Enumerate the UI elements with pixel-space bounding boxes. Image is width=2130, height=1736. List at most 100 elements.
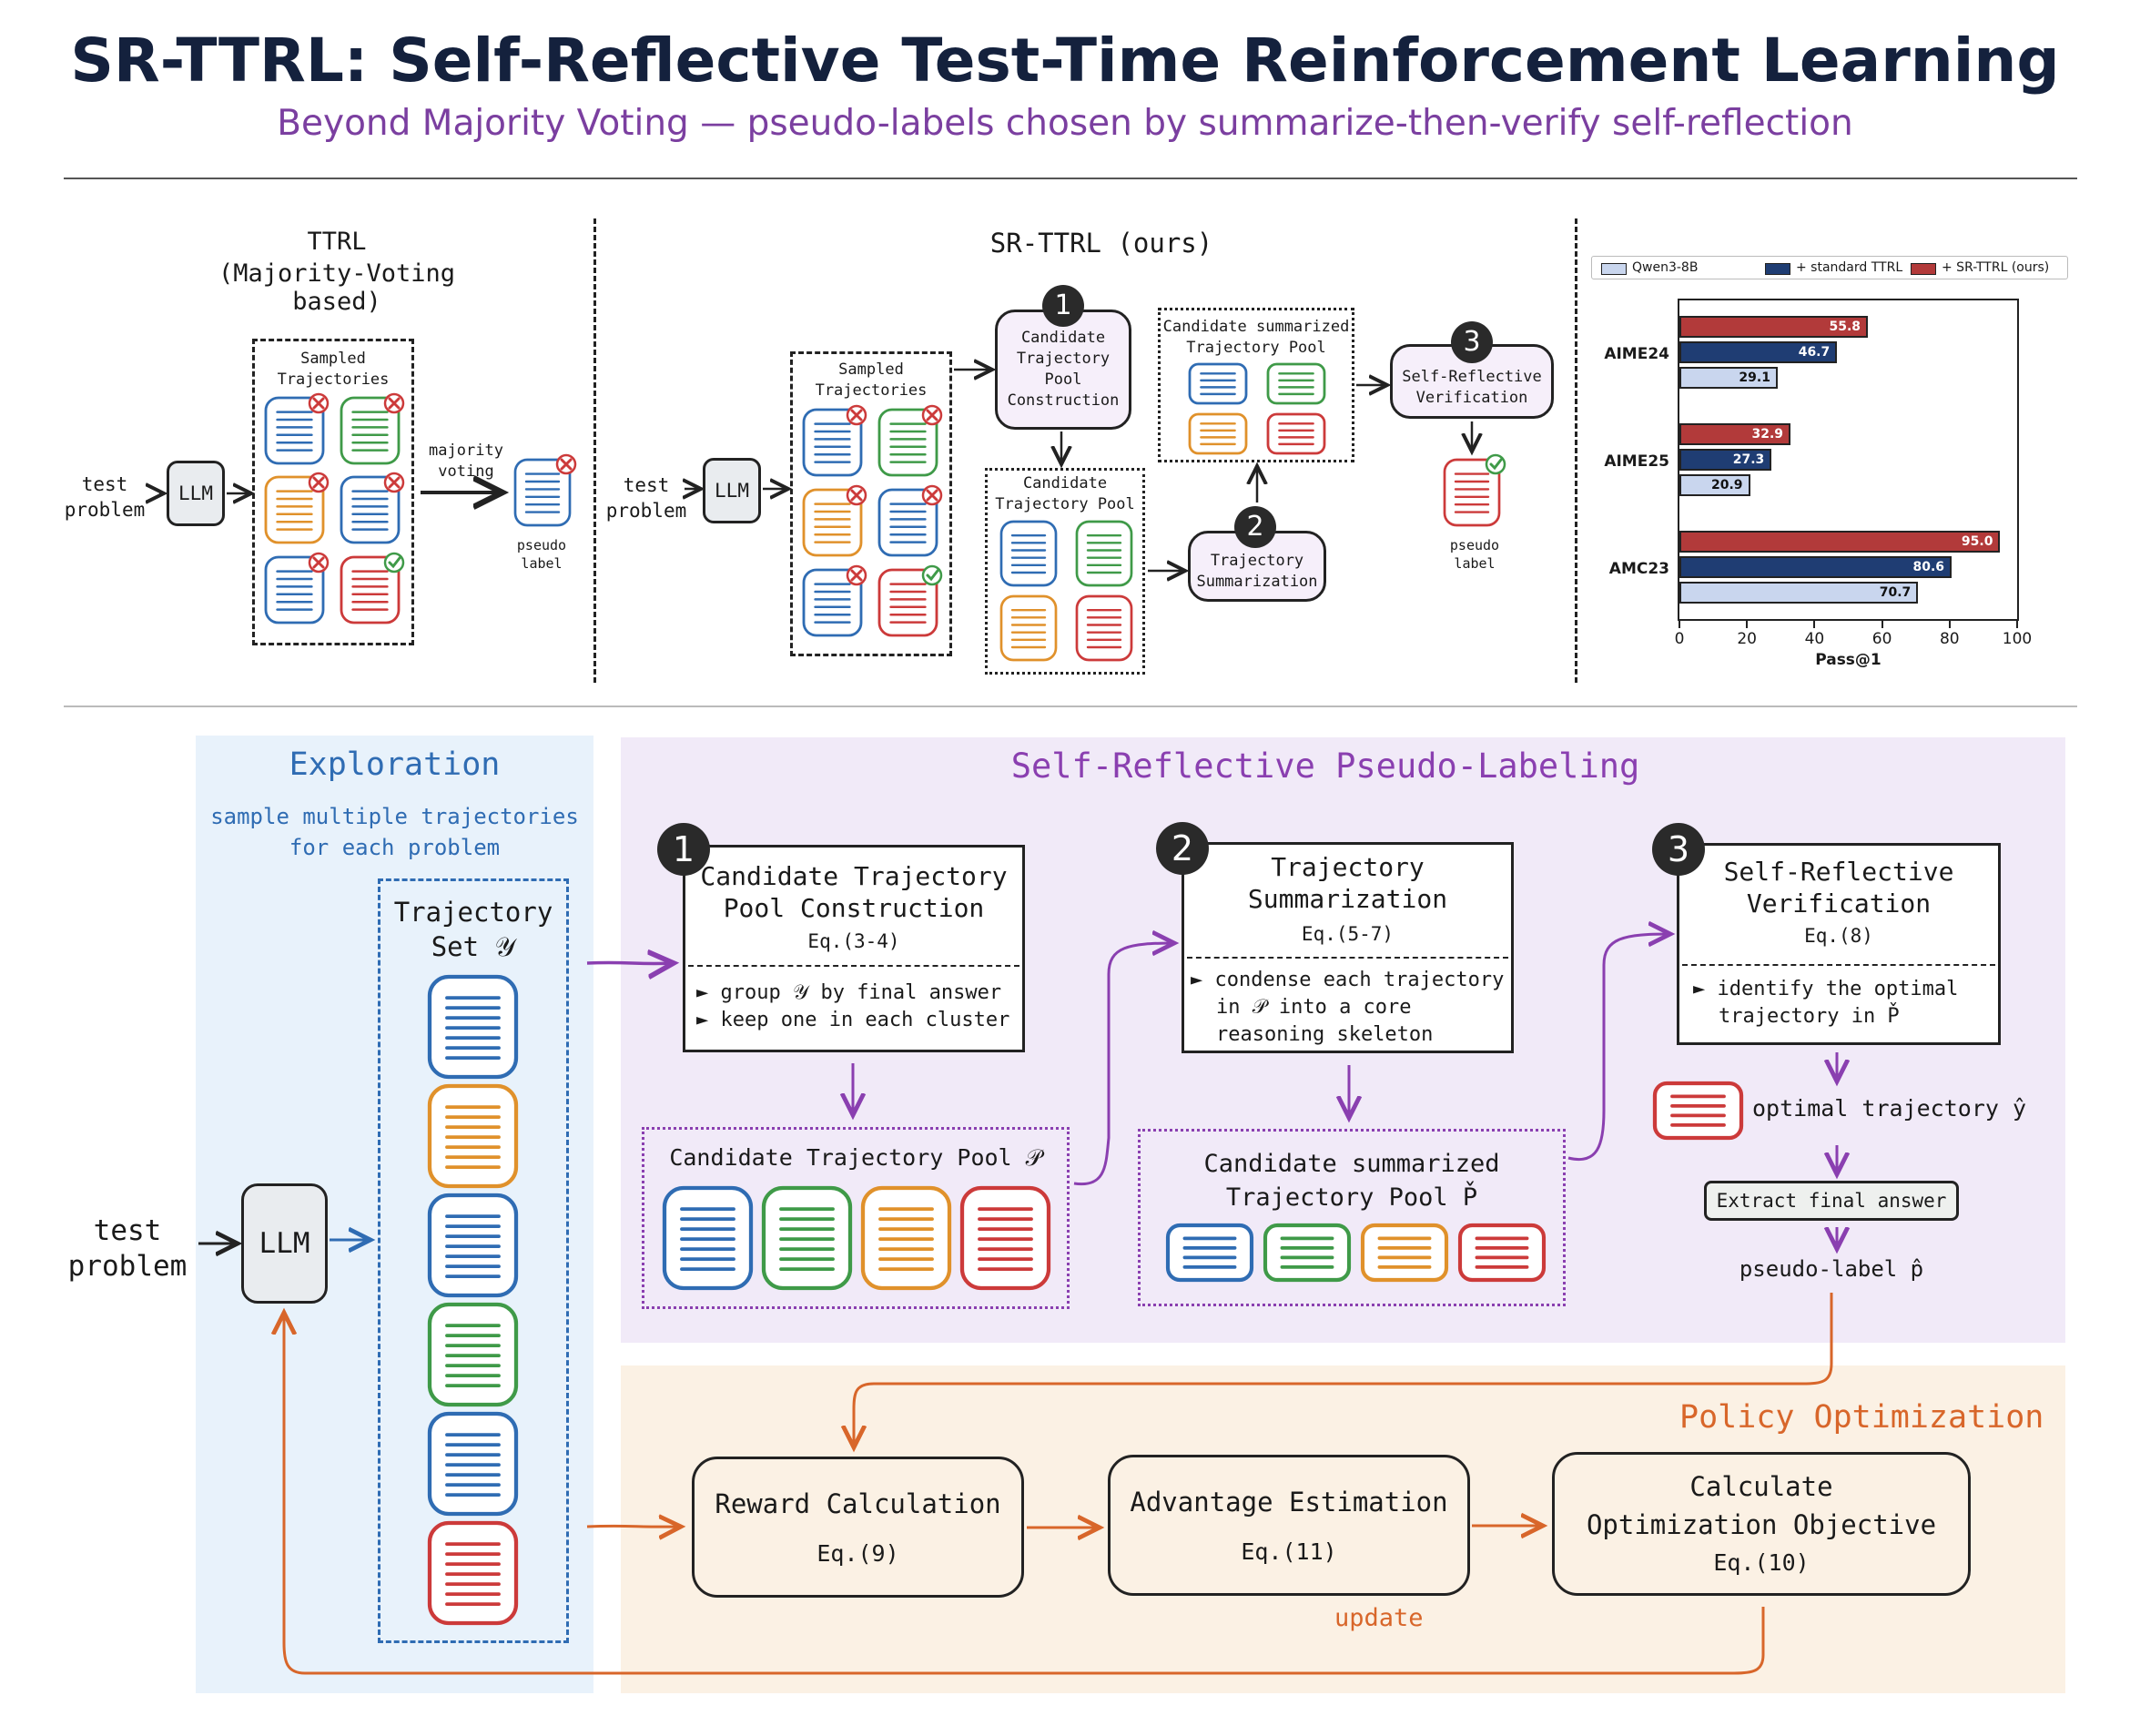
bar-value-label: 80.6 (1912, 560, 1945, 574)
summarized-pool-box (1138, 1129, 1566, 1306)
srttrl-pool-label: Candidate Trajectory Pool (995, 474, 1135, 513)
x-tick-mark (1679, 621, 1680, 628)
cross-icon (383, 472, 405, 493)
pseudo-label-doc-icon (1443, 458, 1501, 527)
exploration-title: Exploration (289, 746, 501, 783)
reward-box (692, 1457, 1024, 1598)
pseudo-label-doc-icon (513, 458, 572, 527)
candidate-pool-box (642, 1127, 1070, 1309)
legend-swatch-1 (1765, 263, 1790, 275)
advantage-title: Advantage Estimation (1130, 1487, 1448, 1518)
srttrl-title: SR-TTRL (ours) (989, 228, 1213, 259)
bar-amc23-series-2 (1679, 531, 2001, 553)
srttrl-step1-label: Candidate Trajectory Pool Construction (1007, 329, 1120, 410)
trajectory-doc-icon (427, 1083, 519, 1189)
bar-aime25-series-2 (1679, 423, 1791, 445)
objective-box (1552, 1452, 1971, 1596)
trajectory-doc-icon (877, 488, 938, 557)
trajectory-doc-icon (959, 1185, 1051, 1291)
step2-equation: Eq.(5-7) (1301, 923, 1395, 945)
trajectory-doc-icon (802, 408, 863, 477)
x-tick-mark (1746, 621, 1749, 628)
trajectory-doc-icon (1075, 594, 1133, 662)
x-tick-label: 60 (1871, 630, 1892, 648)
ttrl-llm-box: LLM (167, 461, 225, 526)
trajectory-doc-icon (340, 396, 401, 465)
legend-label-2: + SR-TTRL (ours) (1942, 260, 2050, 275)
bottom-test-problem: test problem (67, 1214, 188, 1283)
ttrl-test-problem: test problem (64, 473, 146, 521)
srttrl-pseudo-label: pseudo label (1449, 537, 1500, 572)
x-tick-label: 0 (1674, 630, 1685, 648)
cross-icon (846, 564, 867, 586)
trajectory-doc-icon (1266, 412, 1326, 455)
step3-separator (1682, 964, 1995, 966)
srttrl-sampled-label: Sampled Trajectories (815, 360, 928, 400)
pseudo-labeling-title: Self-Reflective Pseudo-Labeling (1010, 746, 1640, 786)
divider-ttrl-srttrl (593, 218, 596, 683)
cross-icon (308, 552, 330, 574)
step2-number: 2 (1156, 822, 1209, 875)
step2-box (1182, 842, 1514, 1053)
step2-bullets: ► condense each trajectory in 𝒫 into a c… (1191, 969, 1505, 1046)
step1-number: 1 (657, 823, 710, 876)
trajectory-set-label: Trajectory Set 𝒴 (393, 897, 553, 962)
trajectory-doc-icon (877, 568, 938, 637)
header-divider (64, 178, 2077, 179)
trajectory-doc-icon (1360, 1223, 1449, 1283)
page-subtitle: Beyond Majority Voting — pseudo-labels c… (277, 103, 1853, 144)
legend-label-1: + standard TTRL (1796, 260, 1903, 275)
objective-equation: Eq.(10) (1713, 1549, 1810, 1576)
advantage-equation: Eq.(11) (1241, 1538, 1337, 1565)
trajectory-doc-icon (264, 396, 325, 465)
trajectory-doc-icon (662, 1185, 754, 1291)
x-tick-label: 40 (1804, 630, 1825, 648)
bar-value-label: 29.1 (1739, 371, 1770, 385)
trajectory-doc-icon (340, 555, 401, 624)
bar-amc23-series-0 (1679, 582, 1919, 604)
trajectory-doc-icon (427, 1193, 519, 1298)
reward-title: Reward Calculation (715, 1488, 1001, 1519)
bar-value-label: 32.9 (1751, 427, 1784, 442)
cross-icon (846, 404, 867, 426)
cross-icon (921, 404, 943, 426)
trajectory-doc-icon (999, 520, 1058, 587)
step2-title: Trajectory Summarization (1247, 852, 1448, 914)
srttrl-step1-box (995, 310, 1131, 430)
step2-separator (1187, 957, 1508, 959)
trajectory-doc-icon (1188, 412, 1248, 455)
check-icon (1485, 453, 1506, 475)
bar-aime24-series-0 (1679, 367, 1778, 389)
x-tick-label: 20 (1737, 630, 1757, 648)
x-tick-mark (1813, 621, 1816, 628)
cross-icon (846, 484, 867, 506)
trajectory-doc-icon (802, 488, 863, 557)
bar-value-label: 20.9 (1710, 478, 1743, 492)
exploration-description: sample multiple trajectories for each pr… (210, 804, 579, 860)
legend-swatch-0 (1601, 263, 1627, 275)
cross-icon (383, 392, 405, 414)
bar-aime24-series-1 (1679, 341, 1838, 363)
trajectory-doc-icon (802, 568, 863, 637)
srttrl-step1-number: 1 (1042, 285, 1084, 327)
trajectory-set-box (378, 878, 569, 1643)
srttrl-summarized-pool-label: Candidate summarized Trajectory Pool (1162, 318, 1350, 357)
legend-label-0: Qwen3-8B (1632, 260, 1699, 275)
srttrl-step2-label: Trajectory Summarization (1196, 552, 1318, 591)
ttrl-pseudo-label: pseudo label (516, 537, 567, 572)
step3-equation: Eq.(8) (1804, 925, 1873, 947)
bar-value-label: 46.7 (1798, 345, 1831, 360)
check-icon (383, 552, 405, 574)
x-tick-mark (1948, 621, 1951, 628)
extract-answer-box: Extract final answer (1704, 1181, 1959, 1221)
advantage-box (1108, 1455, 1470, 1596)
summarized-pool-label: Candidate summarized Trajectory Pool P̌ (1203, 1150, 1500, 1212)
update-label: update (1334, 1604, 1424, 1632)
bar-value-label: 95.0 (1961, 534, 1993, 549)
bar-aime25-series-1 (1679, 449, 1772, 471)
bar-amc23-series-1 (1679, 556, 1952, 578)
step3-bullets: ► identify the optimal trajectory in P̌ (1693, 978, 1959, 1028)
x-tick-label: 100 (2002, 630, 2033, 648)
